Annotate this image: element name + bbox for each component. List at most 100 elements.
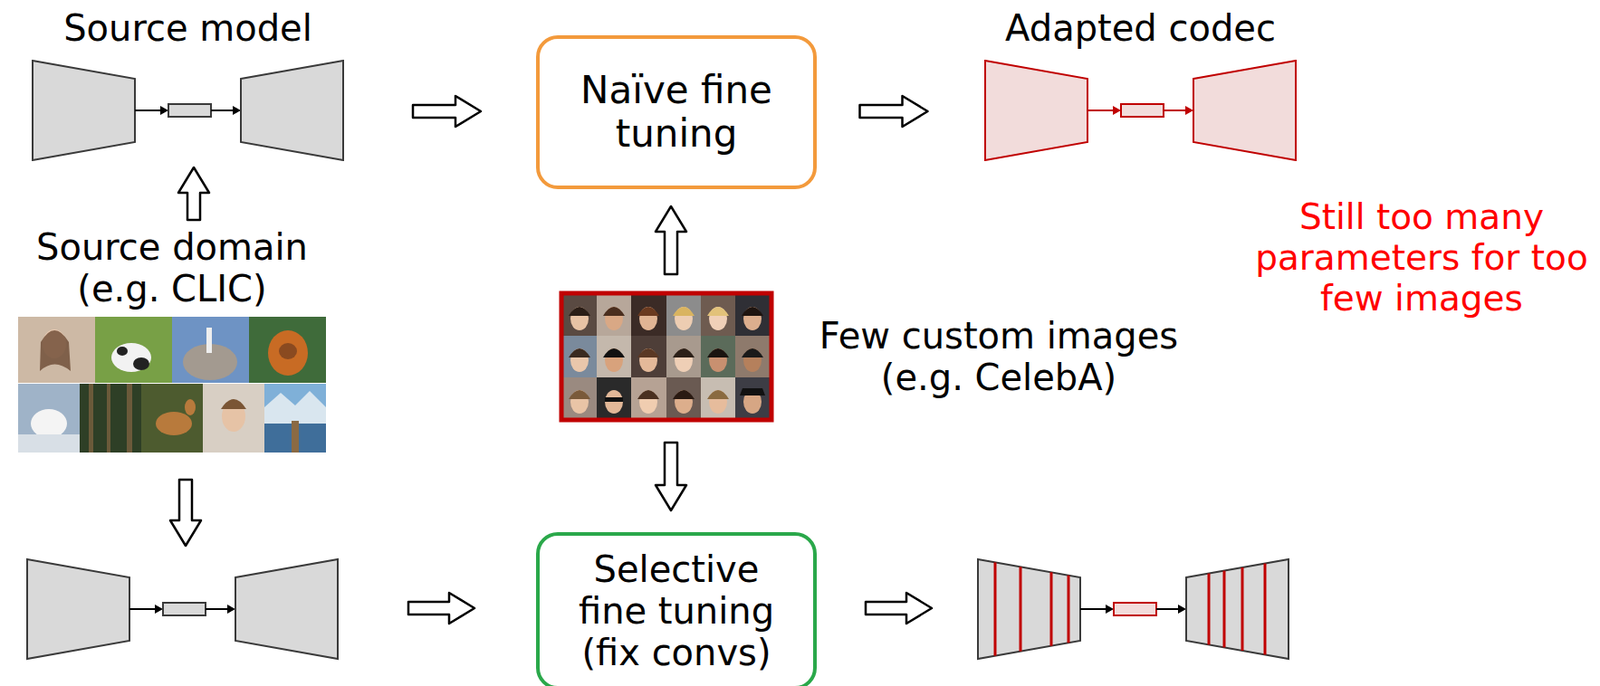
photo-tile — [596, 377, 633, 420]
codec-symbol — [977, 559, 1289, 660]
photo-detail — [116, 346, 128, 356]
codec-symbol — [27, 559, 338, 660]
photo-detail — [220, 399, 247, 410]
image-set-node: Source domain (e.g. CLIC) — [4, 226, 340, 453]
photo-tile — [666, 294, 702, 336]
codec-symbol — [985, 60, 1296, 161]
codec-arrowhead — [154, 604, 163, 614]
hollow-arrow — [865, 593, 932, 624]
photo-tile — [735, 335, 771, 378]
image-border — [561, 293, 772, 421]
photo-detail — [739, 388, 766, 396]
photo-tile — [264, 383, 326, 453]
photo-tile — [562, 335, 598, 378]
adapted-layer — [1050, 572, 1054, 646]
photo-detail — [88, 383, 94, 453]
photo-detail — [637, 390, 660, 400]
photo-tile — [700, 377, 737, 420]
codec-shape — [31, 59, 345, 162]
photo-detail — [672, 348, 695, 358]
photo-detail — [568, 390, 591, 400]
adapted-layer — [1019, 566, 1023, 652]
hollow-arrow — [170, 479, 202, 547]
codec-wire — [1080, 608, 1107, 611]
photo-detail — [568, 348, 591, 358]
photo-detail — [111, 343, 152, 373]
photo-tile — [562, 294, 598, 336]
decoder-shape — [1186, 559, 1289, 660]
photo-tile — [79, 383, 142, 453]
hollow-arrow — [408, 593, 475, 624]
codec-arrowhead — [1112, 105, 1121, 115]
codec-wire — [1156, 608, 1179, 611]
photo-tile — [631, 294, 667, 336]
photo-tile — [18, 316, 96, 384]
photo-tile — [172, 316, 250, 384]
decoder-shape — [235, 559, 338, 660]
photo-detail — [603, 348, 625, 358]
codec-arrowhead — [232, 105, 241, 115]
photo-tile — [596, 294, 633, 336]
text-column: Few custom images (e.g. CelebA) — [785, 315, 1212, 399]
box-text: Selective fine tuning (fix convs) — [558, 548, 795, 674]
heading-text: Source model — [18, 7, 358, 49]
codec-arrowhead — [160, 105, 169, 115]
encoder-shape — [985, 60, 1088, 161]
adapted-layer — [1241, 567, 1245, 652]
photo-detail — [264, 391, 326, 453]
heading-text: Few custom images (e.g. CelebA) — [785, 315, 1212, 399]
photo-detail — [707, 348, 729, 358]
codec-wire — [1087, 109, 1114, 112]
annotation-note: Still too many parameters for too few im… — [1251, 197, 1592, 320]
photo-detail — [30, 409, 68, 439]
adapted-layer — [1223, 571, 1227, 649]
codec-arrowhead — [1178, 604, 1187, 614]
photo-detail — [206, 327, 212, 354]
codec-wire — [210, 109, 234, 112]
photo-detail — [604, 397, 623, 403]
photo-tile — [735, 294, 771, 336]
latent-shape — [1120, 104, 1164, 117]
photo-tile — [562, 377, 598, 420]
photo-detail — [707, 390, 729, 400]
latent-shape — [162, 603, 206, 616]
process-box: Selective fine tuning (fix convs) — [536, 532, 817, 686]
photo-detail — [268, 330, 308, 376]
photo-detail — [126, 383, 133, 453]
codec-symbol — [32, 60, 344, 161]
process-box: Naïve fine tuning — [536, 35, 817, 190]
codec-shape — [984, 59, 1297, 162]
codec-wire — [1163, 109, 1187, 112]
custom-image-grid — [561, 293, 772, 421]
hollow-arrow — [178, 167, 210, 221]
photo-tile — [666, 335, 702, 378]
source-image-grid — [18, 316, 326, 453]
photo-detail — [741, 348, 764, 358]
adapted-layer — [1264, 564, 1267, 656]
photo-detail — [133, 357, 150, 371]
image-placeholder — [559, 291, 774, 422]
photo-tile — [735, 377, 771, 420]
adapted-layer — [1067, 575, 1071, 644]
hollow-arrow — [655, 442, 687, 511]
codec-node: Adapted codec — [970, 7, 1311, 162]
codec-arrowhead — [1185, 105, 1194, 115]
photo-detail — [637, 306, 660, 317]
encoder-shape — [977, 559, 1081, 660]
photo-detail — [603, 306, 625, 317]
photo-detail — [672, 306, 695, 317]
photo-detail — [707, 306, 729, 317]
heading-text: Source domain (e.g. CLIC) — [4, 226, 340, 310]
photo-tile — [596, 335, 633, 378]
image-placeholder — [18, 316, 326, 453]
photo-detail — [155, 411, 192, 436]
hollow-arrow — [860, 95, 929, 127]
photo-tile — [700, 335, 737, 378]
latent-shape — [1113, 603, 1157, 616]
codec-arrowhead — [227, 604, 236, 614]
codec-arrowhead — [1105, 604, 1114, 614]
photo-tile — [666, 377, 702, 420]
codec-wire — [129, 608, 156, 611]
adapted-layer — [994, 562, 997, 656]
